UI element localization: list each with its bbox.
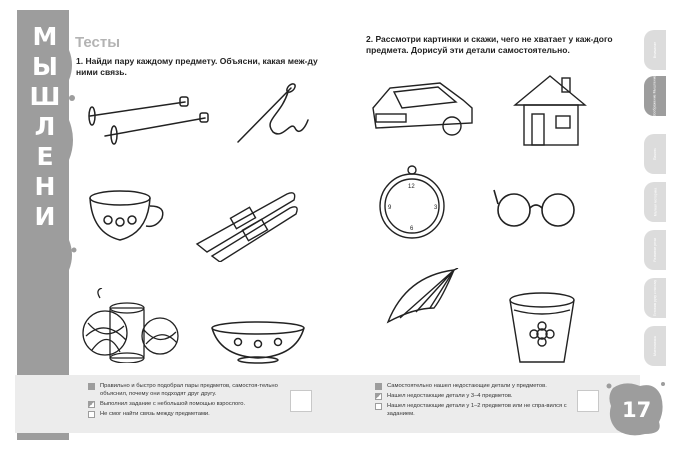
assessment-task2: Самостоятельно нашел недостающие детали … bbox=[375, 382, 575, 420]
paint-splash-shape bbox=[17, 10, 77, 440]
title-letter: И bbox=[34, 202, 56, 231]
cup-picture bbox=[89, 190, 164, 241]
svg-text:9: 9 bbox=[388, 205, 392, 211]
title-letter: Е bbox=[36, 142, 54, 171]
checkbox-full[interactable] bbox=[88, 382, 95, 390]
vertical-section-title: М Ы Ш Л Е Н И bbox=[28, 22, 62, 232]
tab-label: Память bbox=[652, 147, 657, 161]
tab-math[interactable]: Математика bbox=[644, 326, 666, 366]
assessment-row: Нашел недостающие детали у 3–4 предметов… bbox=[375, 392, 575, 400]
checkbox-empty[interactable] bbox=[88, 410, 95, 418]
checkbox-half[interactable] bbox=[375, 392, 382, 400]
tab-speech[interactable]: Развитие речи bbox=[644, 230, 666, 270]
assessment-text: Нашел недостающие детали у 1–2 предметов… bbox=[387, 403, 567, 417]
tab-thinking[interactable]: Воображение Мышление bbox=[644, 75, 666, 117]
needle-with-thread-picture bbox=[237, 83, 309, 143]
car-picture bbox=[372, 82, 473, 136]
skis-picture bbox=[195, 192, 298, 262]
assessment-text: Не смог найти связь между предметами. bbox=[100, 411, 210, 417]
page-number: 17 bbox=[622, 398, 652, 422]
assessment-row: Не смог найти связь между предметами. bbox=[88, 410, 288, 418]
title-letter: Ы bbox=[32, 52, 58, 81]
tab-motor-skills[interactable]: Мелкая моторика bbox=[644, 182, 666, 222]
checkbox-full[interactable] bbox=[375, 382, 382, 390]
title-letter: Л bbox=[34, 112, 56, 141]
assessment-band bbox=[15, 375, 640, 433]
ski-poles-picture bbox=[88, 96, 209, 145]
svg-text:6: 6 bbox=[410, 226, 414, 232]
assessment-row: Нашел недостающие детали у 1–2 предметов… bbox=[375, 402, 575, 418]
tab-label: Мелкая моторика bbox=[653, 187, 657, 217]
house-picture bbox=[513, 75, 587, 146]
tab-attention[interactable]: Внимание bbox=[644, 30, 666, 70]
tab-label: Внимание bbox=[652, 41, 657, 59]
sidebar-paint-strip bbox=[17, 10, 77, 440]
tab-label: Математика bbox=[652, 336, 657, 356]
checkbox-half[interactable] bbox=[88, 400, 95, 408]
bowl-picture bbox=[211, 321, 305, 364]
page-number-splash bbox=[606, 382, 665, 436]
task2-instruction: 2. Рассмотри картинки и скажи, чего не х… bbox=[366, 34, 613, 55]
score-box-task1[interactable] bbox=[290, 390, 312, 412]
svg-text:3: 3 bbox=[434, 205, 438, 211]
assessment-text: Нашел недостающие детали у 3–4 предметов… bbox=[387, 393, 513, 399]
score-box-task2[interactable] bbox=[577, 390, 599, 412]
svg-text:12: 12 bbox=[408, 184, 415, 190]
tab-label: Развитие речи bbox=[653, 238, 658, 262]
tab-label: Готовим руку к письму bbox=[653, 279, 657, 317]
tab-memory[interactable]: Память bbox=[644, 134, 666, 174]
title-letter: Н bbox=[34, 172, 56, 201]
title-letter: Ш bbox=[29, 82, 61, 111]
title-letter: М bbox=[32, 22, 58, 51]
assessment-row: Правильно и быстро подобрал пары предмет… bbox=[88, 382, 288, 398]
section-title: Тесты bbox=[75, 34, 121, 51]
yarn-and-spool-picture bbox=[82, 288, 179, 363]
assessment-text: Выполнил задание с небольшой помощью взр… bbox=[100, 401, 246, 407]
glasses-picture bbox=[493, 189, 575, 227]
assessment-row: Самостоятельно нашел недостающие детали … bbox=[375, 382, 575, 390]
umbrella-picture bbox=[386, 268, 459, 324]
assessment-task1: Правильно и быстро подобрал пары предмет… bbox=[88, 382, 288, 420]
clock-picture: 12 3 6 9 bbox=[379, 165, 445, 239]
checkbox-empty[interactable] bbox=[375, 402, 382, 410]
tab-label: Воображение Мышление bbox=[653, 75, 658, 117]
assessment-text: Самостоятельно нашел недостающие детали … bbox=[387, 383, 547, 389]
assessment-row: Выполнил задание с небольшой помощью взр… bbox=[88, 400, 288, 408]
flower-pot-picture bbox=[509, 292, 575, 363]
assessment-text: Правильно и быстро подобрал пары предмет… bbox=[100, 383, 278, 397]
task1-instruction: 1. Найди пару каждому предмету. Объясни,… bbox=[76, 56, 318, 77]
tab-handwriting[interactable]: Готовим руку к письму bbox=[644, 278, 666, 318]
